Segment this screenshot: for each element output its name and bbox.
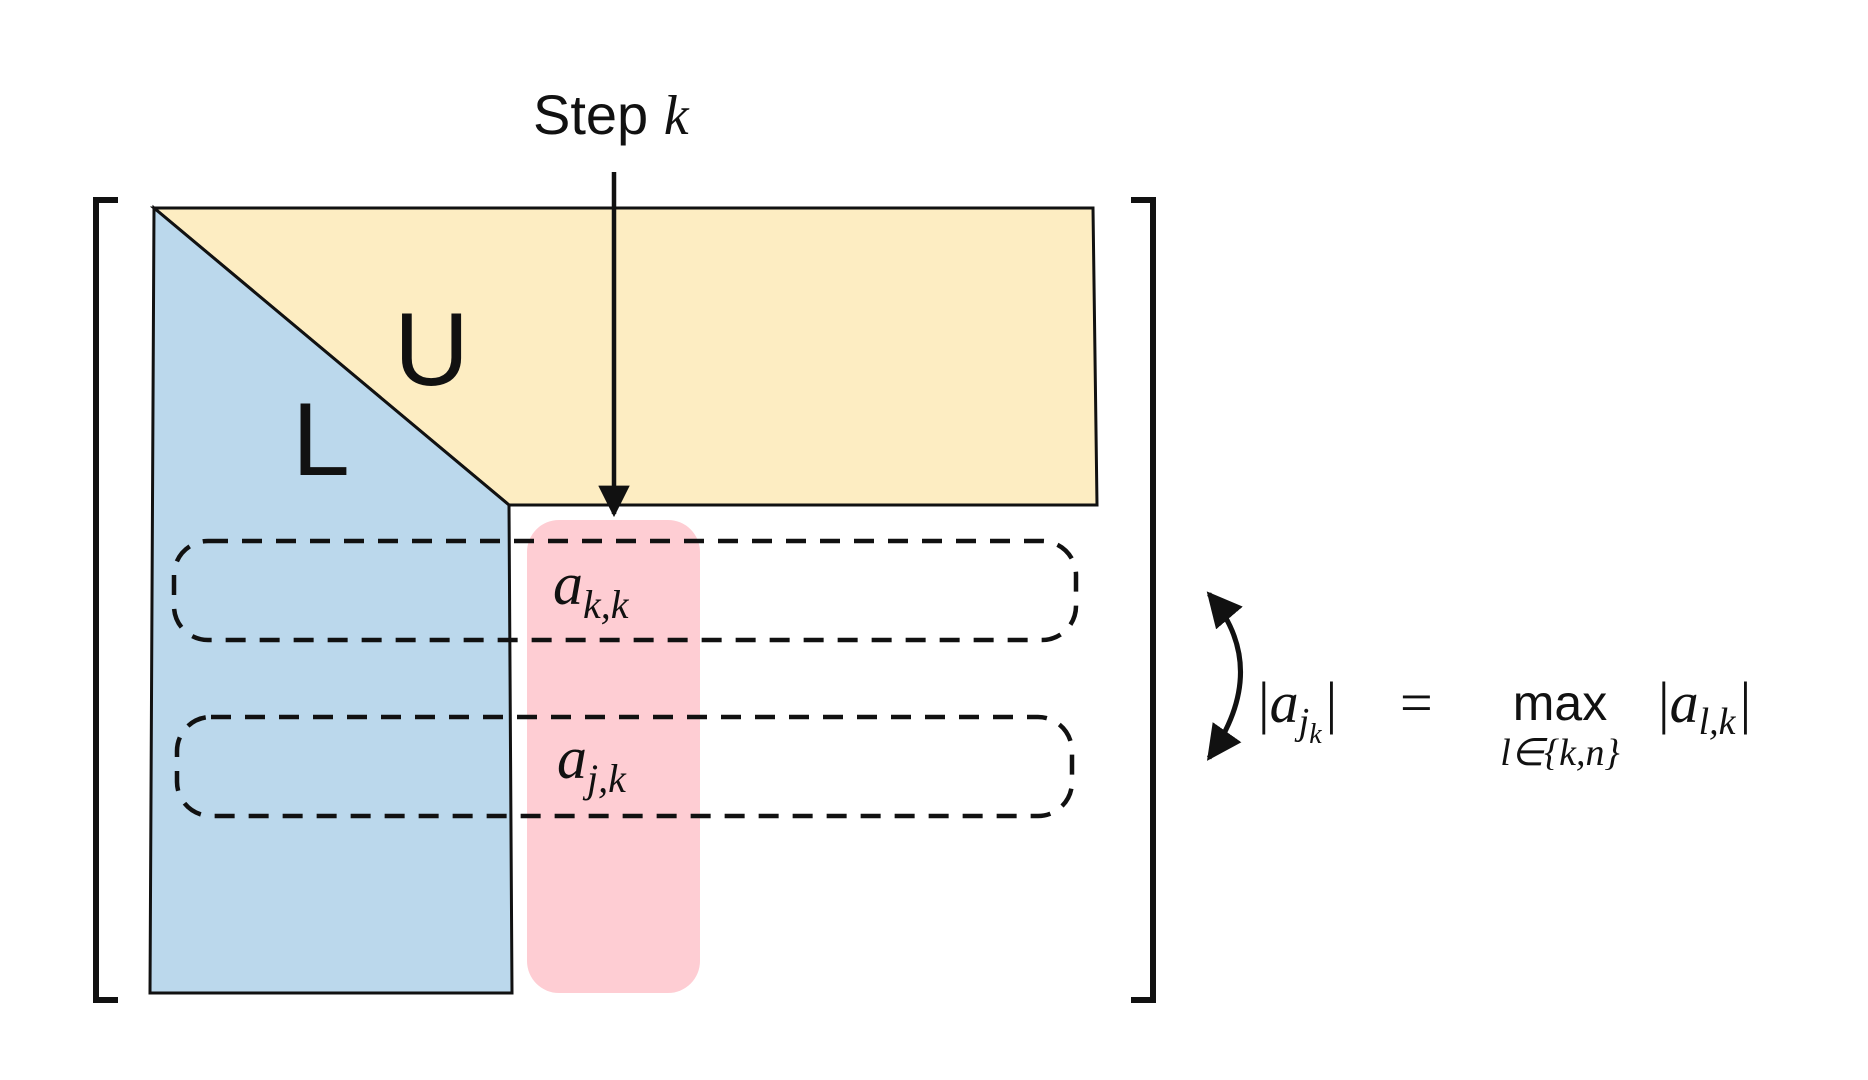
right-bracket [1131, 197, 1156, 1003]
pivot-element-base: a [553, 551, 583, 617]
formula-lhs-base: a [1270, 670, 1299, 735]
pivot-element-label: ak,k [553, 551, 630, 627]
formula-rhs-sub: l,k [1699, 701, 1737, 743]
step-label-text: Step [533, 83, 664, 146]
formula-lhs: |ajk| [1258, 670, 1337, 750]
pivot-formula: |ajk| = max l∈{k,n} |al,k| [1258, 670, 1751, 774]
formula-rhs-base: a [1670, 670, 1699, 735]
formula-lhs-open: | [1258, 670, 1270, 735]
formula-max: max [1513, 675, 1607, 731]
pivot-row-outline [171, 538, 1079, 643]
lower-region-label: L [292, 382, 350, 498]
upper-region-label: U [394, 292, 469, 408]
formula-rhs-close: | [1740, 670, 1752, 735]
formula-rhs: |al,k| [1658, 670, 1751, 743]
left-bracket [93, 197, 118, 1003]
step-label: Step k [533, 83, 690, 147]
candidate-row-outline [174, 714, 1075, 819]
formula-rhs-open: | [1658, 670, 1670, 735]
candidate-element-base: a [557, 725, 587, 791]
formula-equals: = [1400, 670, 1433, 735]
formula-lhs-subsub: k [1309, 719, 1322, 750]
formula-max-subscript: l∈{k,n} [1500, 732, 1619, 774]
row-swap-arrow [1206, 591, 1243, 761]
candidate-element-sub: j,k [582, 756, 627, 801]
candidate-element-label: aj,k [557, 725, 627, 801]
pivot-element-sub: k,k [583, 582, 630, 627]
formula-lhs-close: | [1326, 670, 1338, 735]
step-label-var: k [664, 85, 690, 147]
lower-region [148, 204, 514, 995]
